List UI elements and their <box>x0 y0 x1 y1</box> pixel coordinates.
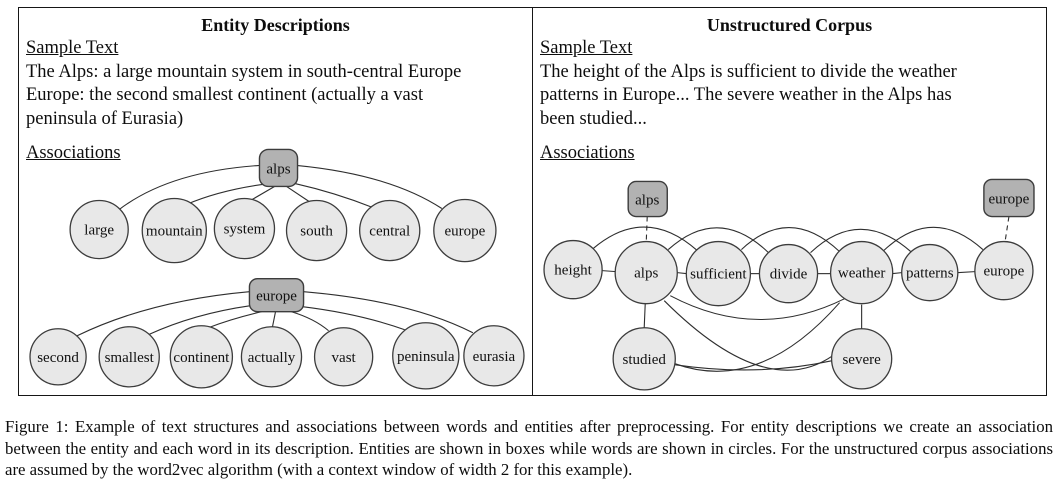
graph1-edges <box>118 164 443 210</box>
sample-line: The Alps: a large mountain system in sou… <box>26 61 462 82</box>
entity-node-alps: alps <box>627 180 668 218</box>
word-label: vast <box>332 350 357 366</box>
sample-line: peninsula of Eurasia) <box>26 108 184 129</box>
word-node-peninsula: peninsula <box>392 322 460 390</box>
sample-line: patterns in Europe... The severe weather… <box>540 85 952 105</box>
entity-label: alps <box>635 193 659 209</box>
entity-node-europe: europe <box>983 178 1035 218</box>
entity-node-europe: europe <box>248 277 305 313</box>
word-node-mountain: mountain <box>141 197 208 264</box>
panel-title: Unstructured Corpus <box>706 15 873 35</box>
word-node-vast: vast <box>313 327 374 387</box>
word-label: divide <box>770 267 808 283</box>
word-node-smallest: smallest <box>98 326 160 388</box>
word-label: patterns <box>906 266 954 282</box>
figure-caption: Figure 1: Example of text structures and… <box>5 417 1053 480</box>
word-label: continent <box>173 350 230 366</box>
word-node-second: second <box>29 328 87 386</box>
word-node-patterns: patterns <box>901 243 959 302</box>
word-label: south <box>300 224 333 240</box>
sample-line: The height of the Alps is sufficient to … <box>540 61 957 82</box>
word-node-weather: weather <box>829 240 894 305</box>
lower-edges <box>643 295 863 372</box>
word-node-system: system <box>213 197 276 260</box>
word-node-severe: severe <box>830 328 893 390</box>
word-label: severe <box>842 352 881 368</box>
word-node-continent: continent <box>169 325 234 389</box>
word-label: peninsula <box>397 349 455 365</box>
word-label: smallest <box>105 350 155 366</box>
word-node-height: height <box>543 239 603 300</box>
sample-line: Europe: the second smallest continent (a… <box>26 85 424 105</box>
word-node-studied: studied <box>612 327 676 391</box>
panel-title: Entity Descriptions <box>201 15 350 35</box>
word-node-south: south <box>285 199 348 262</box>
sample-line: been studied... <box>540 108 647 129</box>
unstructured-corpus-graph: height alps sufficient divide weather pa… <box>543 178 1035 391</box>
word-node-europe: europe <box>433 198 497 263</box>
word-node-eurasia: eurasia <box>463 325 525 387</box>
entity-label: alps <box>266 161 290 177</box>
panel-entity-descriptions: large mountain system south central euro… <box>19 8 533 395</box>
chain-edges <box>602 270 975 275</box>
word-label: height <box>554 263 592 279</box>
word-label: mountain <box>146 224 203 240</box>
entity-node-alps: alps <box>258 148 299 188</box>
word-node-sufficient: sufficient <box>685 240 752 307</box>
word-label: system <box>224 222 266 238</box>
entity-link-edges <box>645 216 1010 243</box>
word-node-actually: actually <box>240 326 303 388</box>
figure-panels: large mountain system south central euro… <box>18 7 1047 396</box>
word-label: large <box>84 223 114 239</box>
word-node-central: central <box>359 199 421 262</box>
word-node-alps: alps <box>614 240 678 305</box>
word-label: central <box>369 224 410 240</box>
skip-arc-edges <box>592 226 984 254</box>
panel-unstructured-corpus: height alps sufficient divide weather pa… <box>533 8 1046 395</box>
word-label: studied <box>623 352 667 368</box>
graph2-edges <box>76 291 474 337</box>
word-node-europe: europe <box>974 240 1034 301</box>
word-node-large: large <box>69 199 129 260</box>
word-label: eurasia <box>473 349 516 365</box>
word-label: europe <box>983 264 1024 280</box>
word-label: actually <box>248 350 296 366</box>
word-node-divide: divide <box>758 243 819 304</box>
associations-label: Associations <box>26 143 121 163</box>
word-label: sufficient <box>690 267 747 283</box>
associations-label: Associations <box>540 143 635 163</box>
word-label: weather <box>838 266 886 282</box>
word-label: second <box>37 350 79 366</box>
entity-descriptions-graph: large mountain system south central euro… <box>29 148 525 390</box>
sample-text-label: Sample Text <box>26 38 119 58</box>
word-label: europe <box>444 224 485 240</box>
word-label: alps <box>634 266 658 282</box>
entity-label: europe <box>256 289 297 305</box>
sample-text-label: Sample Text <box>540 38 633 58</box>
entity-label: europe <box>988 192 1029 208</box>
